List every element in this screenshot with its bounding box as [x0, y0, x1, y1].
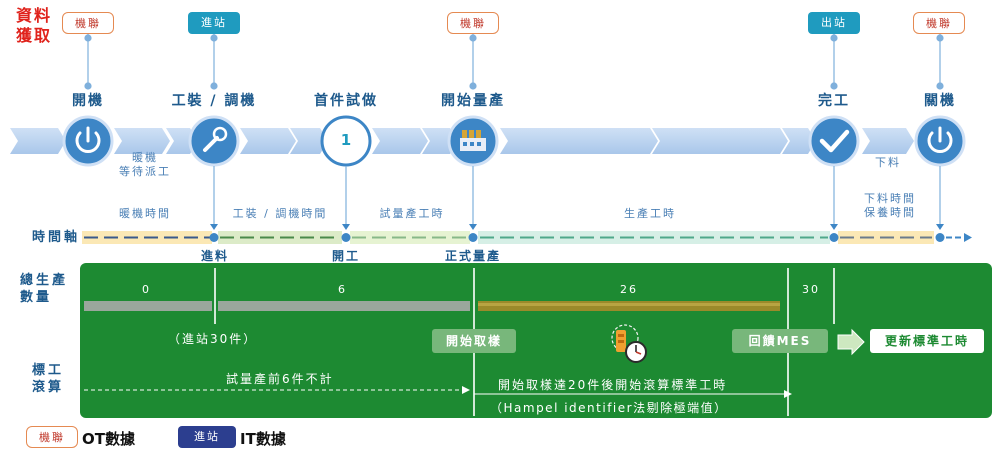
source-tag-ot-power-off: 機聯 — [913, 12, 965, 34]
stage-power-on: 開機 — [72, 93, 104, 109]
check-icon — [808, 115, 860, 167]
first-piece-number: 1 — [340, 131, 352, 149]
legend-it-label: IT數據 — [240, 430, 286, 448]
event-check-in: 進料 — [200, 249, 229, 263]
first-piece-icon — [320, 115, 372, 167]
update-std-time-button: 更新標準工時 — [870, 329, 984, 353]
legend-it-tag: 進站 — [178, 426, 236, 448]
factory-icon — [447, 115, 499, 167]
title-line1: 資料 — [16, 6, 53, 25]
stage-power-off: 關機 — [924, 93, 956, 109]
segment-trial-time: 試量產工時 — [379, 207, 445, 220]
count-26: 26 — [620, 283, 638, 296]
event-start-work: 開工 — [331, 249, 360, 263]
segment-warmup-time: 暖機時間 — [119, 207, 171, 220]
segment-unload-time-line2: 保養時間 — [864, 206, 916, 219]
wrench-icon — [188, 115, 240, 167]
check-in-note: （進站30件） — [168, 332, 258, 346]
count-0: 0 — [142, 283, 151, 296]
output-row-title-line2: 數量 — [20, 290, 53, 305]
hampel-note: （Hampel identifier法剔除極端值） — [490, 401, 728, 415]
source-tag-ot-power-on: 機聯 — [62, 12, 114, 34]
std-calc-row-title-line2: 滾算 — [32, 380, 65, 395]
count-6: 6 — [338, 283, 347, 296]
segment-unload-time-line1: 下料時間 — [864, 192, 916, 205]
label-warmup: 暖機 等待派工 — [110, 151, 180, 179]
output-row-title-line1: 總生產 — [20, 273, 69, 288]
title-line2: 獲取 — [16, 26, 53, 45]
page-title: 資料 獲取 — [16, 6, 52, 46]
feedback-mes-button: 回饋MES — [732, 329, 828, 353]
std-calc-row-title: 標工 滾算 — [32, 362, 64, 396]
label-unload: 下料 — [875, 156, 901, 169]
process-arrow-band — [10, 128, 914, 154]
arrow-right-icon — [837, 328, 865, 356]
clock-gear-icon — [611, 324, 647, 363]
label-warmup-text: 暖機 — [132, 151, 158, 164]
segment-production-time: 生產工時 — [624, 207, 676, 220]
pre-trial-note: 試量產前6件不計 — [226, 372, 334, 386]
legend-ot-label: OT數據 — [82, 430, 135, 448]
segment-unload-time: 下料時間 保養時間 — [850, 192, 930, 220]
stage-mass-production: 開始量產 — [441, 93, 505, 109]
source-tag-ot-production: 機聯 — [447, 12, 499, 34]
timeline-axis-label: 時間軸 — [32, 230, 81, 245]
count-30: 30 — [802, 283, 820, 296]
std-calc-row-title-line1: 標工 — [32, 363, 65, 378]
segment-tooling-time: 工裝 / 調機時間 — [232, 207, 328, 220]
output-row-title: 總生產 數量 — [20, 272, 68, 306]
power-off-icon — [914, 115, 966, 167]
source-tag-it-check-in: 進站 — [188, 12, 240, 34]
power-icon — [62, 115, 114, 167]
stage-complete: 完工 — [818, 93, 850, 109]
stage-tooling: 工裝 / 調機 — [171, 93, 257, 109]
source-tag-it-check-out: 出站 — [808, 12, 860, 34]
stage-first-piece: 首件試做 — [314, 93, 378, 109]
event-formal-production: 正式量產 — [444, 249, 501, 263]
legend-ot-tag: 機聯 — [26, 426, 78, 448]
rolling-note: 開始取樣達20件後開始滾算標準工時 — [498, 378, 728, 392]
start-sampling-button: 開始取樣 — [432, 329, 516, 353]
label-waiting-dispatch: 等待派工 — [119, 165, 171, 178]
